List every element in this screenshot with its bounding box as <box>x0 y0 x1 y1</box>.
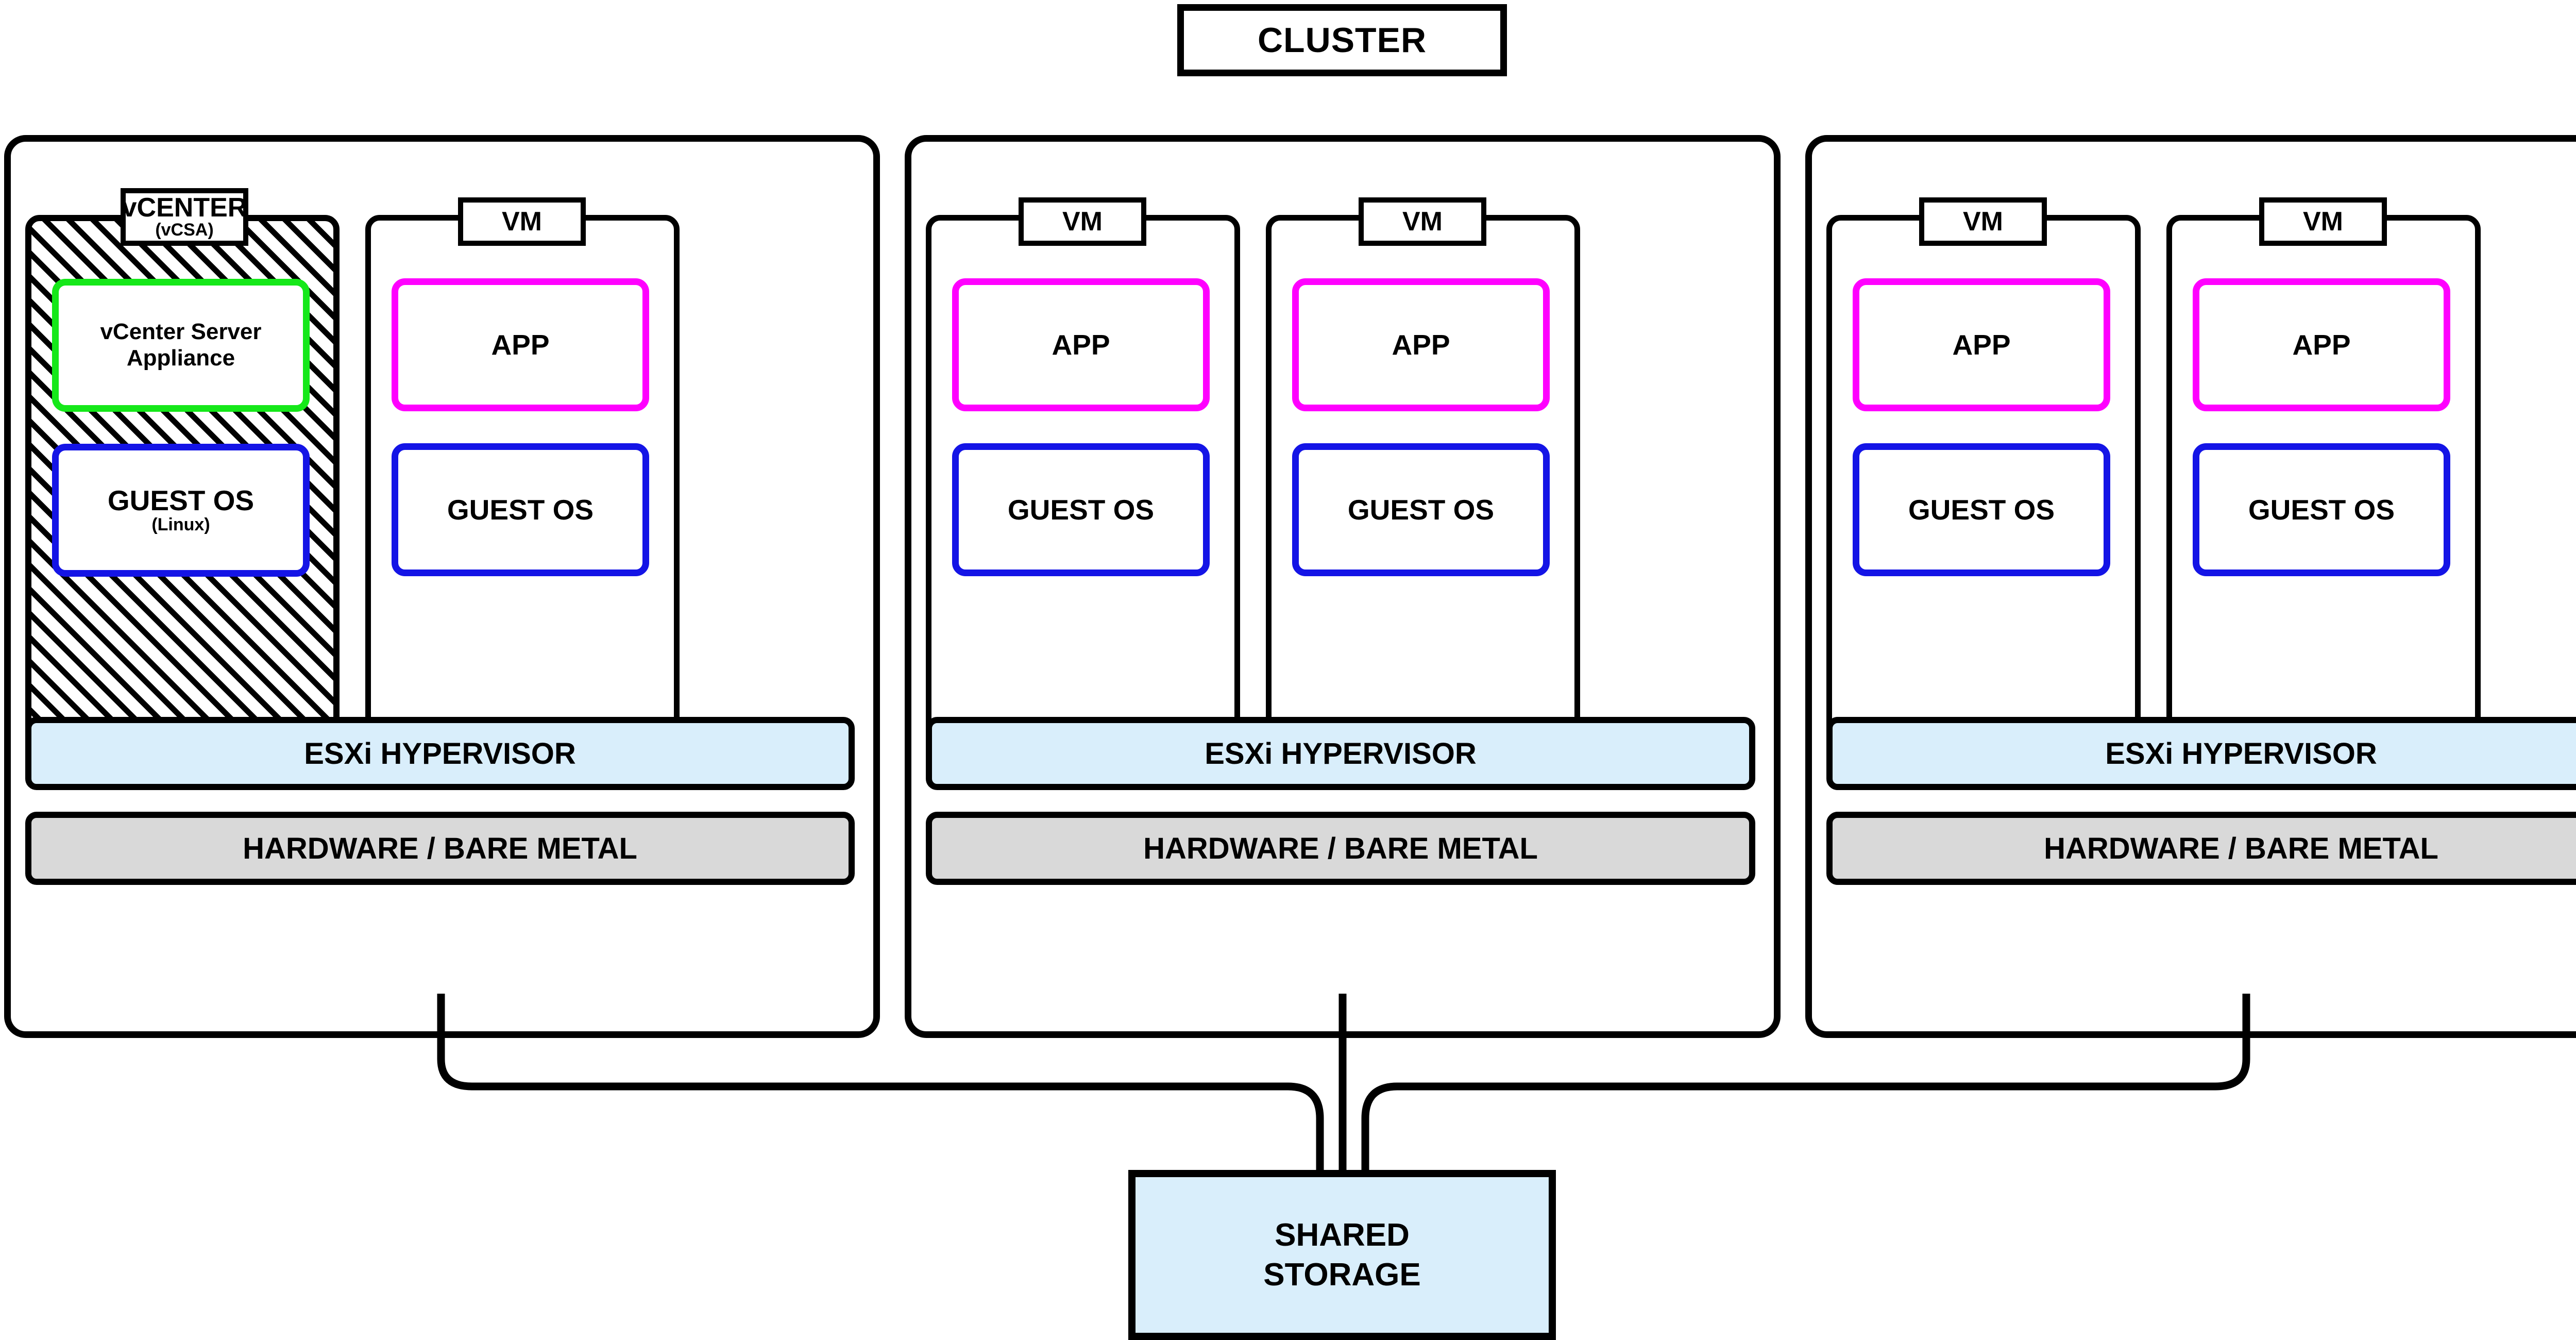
app-label: APP <box>1392 328 1450 361</box>
vm-tab-3-1[interactable]: VM <box>1919 197 2047 246</box>
vcsa-box[interactable]: vCenter Server Appliance <box>52 279 310 412</box>
esxi-hypervisor-bar-1: ESXi HYPERVISOR <box>25 717 855 790</box>
vcenter-tab-line2: (vCSA) <box>155 220 214 240</box>
vm-tab-3-2[interactable]: VM <box>2259 197 2387 246</box>
vm-container-2-2[interactable]: APP GUEST OS <box>1266 215 1580 746</box>
esxi-hypervisor-label: ESXi HYPERVISOR <box>304 736 576 770</box>
vcenter-container[interactable]: vCenter Server Appliance GUEST OS (Linux… <box>25 215 340 746</box>
vcenter-guest-os-label: GUEST OS <box>107 484 255 517</box>
shared-storage-box[interactable]: SHARED STORAGE <box>1128 1170 1556 1340</box>
guest-os-box[interactable]: GUEST OS <box>1292 443 1550 576</box>
vcsa-label-line1: vCenter Server <box>100 319 262 345</box>
guest-os-box[interactable]: GUEST OS <box>952 443 1210 576</box>
guest-os-box[interactable]: GUEST OS <box>392 443 649 576</box>
vm-tab-label: VM <box>502 207 542 237</box>
vm-container-3-1[interactable]: APP GUEST OS <box>1826 215 2141 746</box>
vm-tab-label: VM <box>1402 207 1443 237</box>
hardware-label: HARDWARE / BARE METAL <box>243 831 637 865</box>
vm-container-1-2[interactable]: APP GUEST OS <box>365 215 680 746</box>
vm-tab-label: VM <box>1963 207 2003 237</box>
guest-os-box[interactable]: GUEST OS <box>2193 443 2450 576</box>
guest-os-label: GUEST OS <box>2248 493 2395 526</box>
esxi-hypervisor-bar-3: ESXi HYPERVISOR <box>1826 717 2576 790</box>
app-label: APP <box>491 328 550 361</box>
vm-container-3-2[interactable]: APP GUEST OS <box>2166 215 2481 746</box>
app-box[interactable]: APP <box>392 278 649 411</box>
guest-os-box[interactable]: GUEST OS <box>1853 443 2110 576</box>
host-panel-1[interactable]: vCenter Server Appliance GUEST OS (Linux… <box>4 135 880 1038</box>
hardware-bar-2: HARDWARE / BARE METAL <box>926 812 1755 885</box>
app-label: APP <box>1952 328 2011 361</box>
shared-storage-label-line2: STORAGE <box>1263 1257 1421 1293</box>
app-box[interactable]: APP <box>952 278 1210 411</box>
hardware-bar-1: HARDWARE / BARE METAL <box>25 812 855 885</box>
esxi-hypervisor-label: ESXi HYPERVISOR <box>1205 736 1477 770</box>
vcenter-guest-os-sublabel: (Linux) <box>151 515 210 535</box>
vcsa-label-line2: Appliance <box>126 345 235 371</box>
app-label: APP <box>2292 328 2351 361</box>
vcenter-tab[interactable]: vCENTER (vCSA) <box>121 188 248 246</box>
hardware-bar-3: HARDWARE / BARE METAL <box>1826 812 2576 885</box>
host-panel-3[interactable]: APP GUEST OS VM APP GUEST OS VM ESXi HYP… <box>1805 135 2576 1038</box>
app-box[interactable]: APP <box>1292 278 1550 411</box>
guest-os-label: GUEST OS <box>1908 493 2055 526</box>
cluster-title-label: CLUSTER <box>1257 21 1427 60</box>
guest-os-label: GUEST OS <box>1007 493 1155 526</box>
app-label: APP <box>1052 328 1110 361</box>
vm-tab-1-2[interactable]: VM <box>458 197 586 246</box>
hardware-label: HARDWARE / BARE METAL <box>1143 831 1538 865</box>
guest-os-label: GUEST OS <box>447 493 594 526</box>
cluster-title-box: CLUSTER <box>1177 4 1507 76</box>
vm-container-2-1[interactable]: APP GUEST OS <box>926 215 1240 746</box>
esxi-hypervisor-label: ESXi HYPERVISOR <box>2105 736 2377 770</box>
app-box[interactable]: APP <box>1853 278 2110 411</box>
guest-os-label: GUEST OS <box>1347 493 1495 526</box>
vcenter-tab-line1: vCENTER <box>122 193 247 223</box>
vm-tab-label: VM <box>1062 207 1103 237</box>
vm-tab-label: VM <box>2303 207 2343 237</box>
vm-tab-2-2[interactable]: VM <box>1359 197 1486 246</box>
app-box[interactable]: APP <box>2193 278 2450 411</box>
vm-tab-2-1[interactable]: VM <box>1019 197 1146 246</box>
vcenter-guest-os-box[interactable]: GUEST OS (Linux) <box>52 444 310 577</box>
host-panel-2[interactable]: APP GUEST OS VM APP GUEST OS VM ESXi HYP… <box>905 135 1781 1038</box>
esxi-hypervisor-bar-2: ESXi HYPERVISOR <box>926 717 1755 790</box>
shared-storage-label-line1: SHARED <box>1275 1217 1410 1253</box>
hardware-label: HARDWARE / BARE METAL <box>2044 831 2438 865</box>
